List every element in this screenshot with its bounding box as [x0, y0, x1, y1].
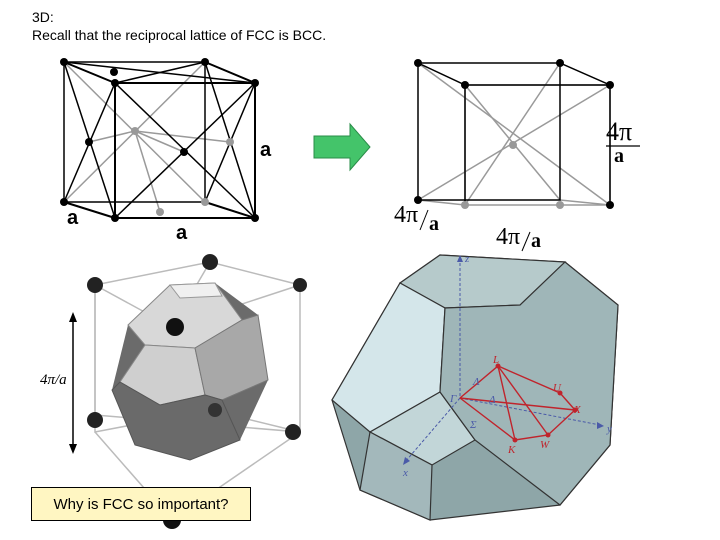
fcc-edge-label-left: a	[67, 207, 79, 229]
axis-z-label: z	[464, 253, 470, 265]
height-label: 4π/a	[40, 372, 67, 388]
bcc-atoms	[414, 59, 614, 209]
bcc-label-bottom: 4π a	[496, 224, 541, 252]
axis-x-label: x	[402, 467, 408, 479]
axis-y-label: y	[606, 423, 612, 435]
bcc-label-left: 4π a	[394, 202, 439, 235]
slide-heading: 3D: Recall that the reciprocal lattice o…	[32, 8, 326, 44]
brillouin-zone	[331, 254, 619, 521]
bcc-bottom-numer: 4π	[496, 224, 520, 250]
bcc-left-numer: 4π	[394, 202, 418, 228]
fcc-back-face	[63, 61, 256, 219]
arrow-right-icon	[313, 122, 371, 172]
heading-line-2: Recall that the reciprocal lattice of FC…	[32, 27, 327, 43]
point-u-label: U	[553, 382, 562, 394]
point-l-label: L	[492, 354, 499, 366]
bcc-label-right: 4π a	[606, 117, 640, 167]
bcc-right-denom: a	[614, 145, 624, 167]
question-text: Why is FCC so important?	[53, 495, 229, 513]
fcc-cube	[63, 61, 256, 219]
bcc-bottom-denom: a	[531, 230, 541, 252]
point-gamma-label: Γ	[449, 393, 457, 405]
point-delta-label: Δ	[488, 394, 495, 406]
bcc-right-numer: 4π	[606, 117, 632, 146]
fcc-atoms	[60, 58, 259, 222]
heading-line-1: 3D:	[32, 9, 54, 25]
point-w-label: W	[540, 439, 550, 451]
bcc-left-denom: a	[429, 213, 439, 235]
fcc-edge-label-right: a	[260, 139, 272, 161]
bcc-cube	[417, 62, 611, 206]
fcc-edge-label-bottom: a	[176, 222, 188, 244]
question-box: Why is FCC so important?	[31, 487, 251, 521]
point-sigma-label: Σ	[469, 419, 477, 431]
point-k-label: K	[507, 444, 516, 456]
point-lambda-label: Λ	[472, 376, 480, 388]
point-x-label: X	[573, 404, 582, 416]
